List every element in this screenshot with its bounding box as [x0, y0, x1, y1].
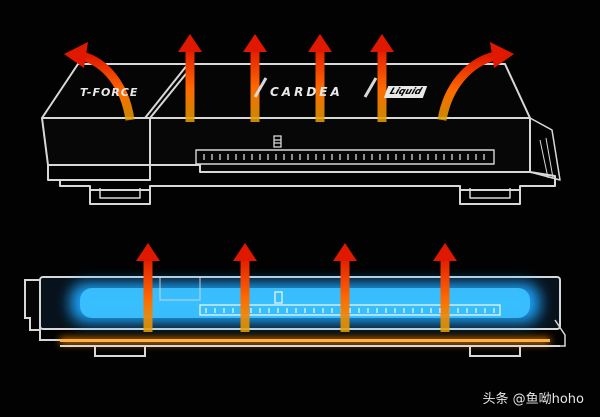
top-ssd-unit [41, 63, 561, 205]
lid-slash-mark [253, 77, 378, 98]
heat-arrow-up [370, 34, 394, 122]
bottom-heat-arrows [136, 243, 457, 332]
heat-arrow-up [243, 34, 267, 122]
brand-cardea-label: CARDEA [270, 85, 343, 99]
heat-arrow-up [333, 243, 357, 332]
small-chip-icon [273, 135, 283, 304]
curved-heat-arrow-right [437, 42, 514, 121]
watermark: 头条 @鱼呦hoho [482, 392, 584, 407]
heat-arrow-up [233, 243, 257, 332]
brand-tforce-label: T-FORCE [80, 86, 139, 99]
brand-liquid-label: Liquid [383, 86, 428, 98]
heat-arrow-up [178, 34, 202, 122]
heat-arrow-up [136, 243, 160, 332]
heat-arrow-up [433, 243, 457, 332]
bottom-ssd-unit [24, 276, 566, 357]
top-vent-ticks [203, 154, 485, 160]
heat-arrow-up [308, 34, 332, 122]
curved-heat-arrow-left [64, 42, 135, 121]
top-heat-arrows [178, 34, 394, 122]
bottom-vent-ticks [205, 308, 495, 313]
